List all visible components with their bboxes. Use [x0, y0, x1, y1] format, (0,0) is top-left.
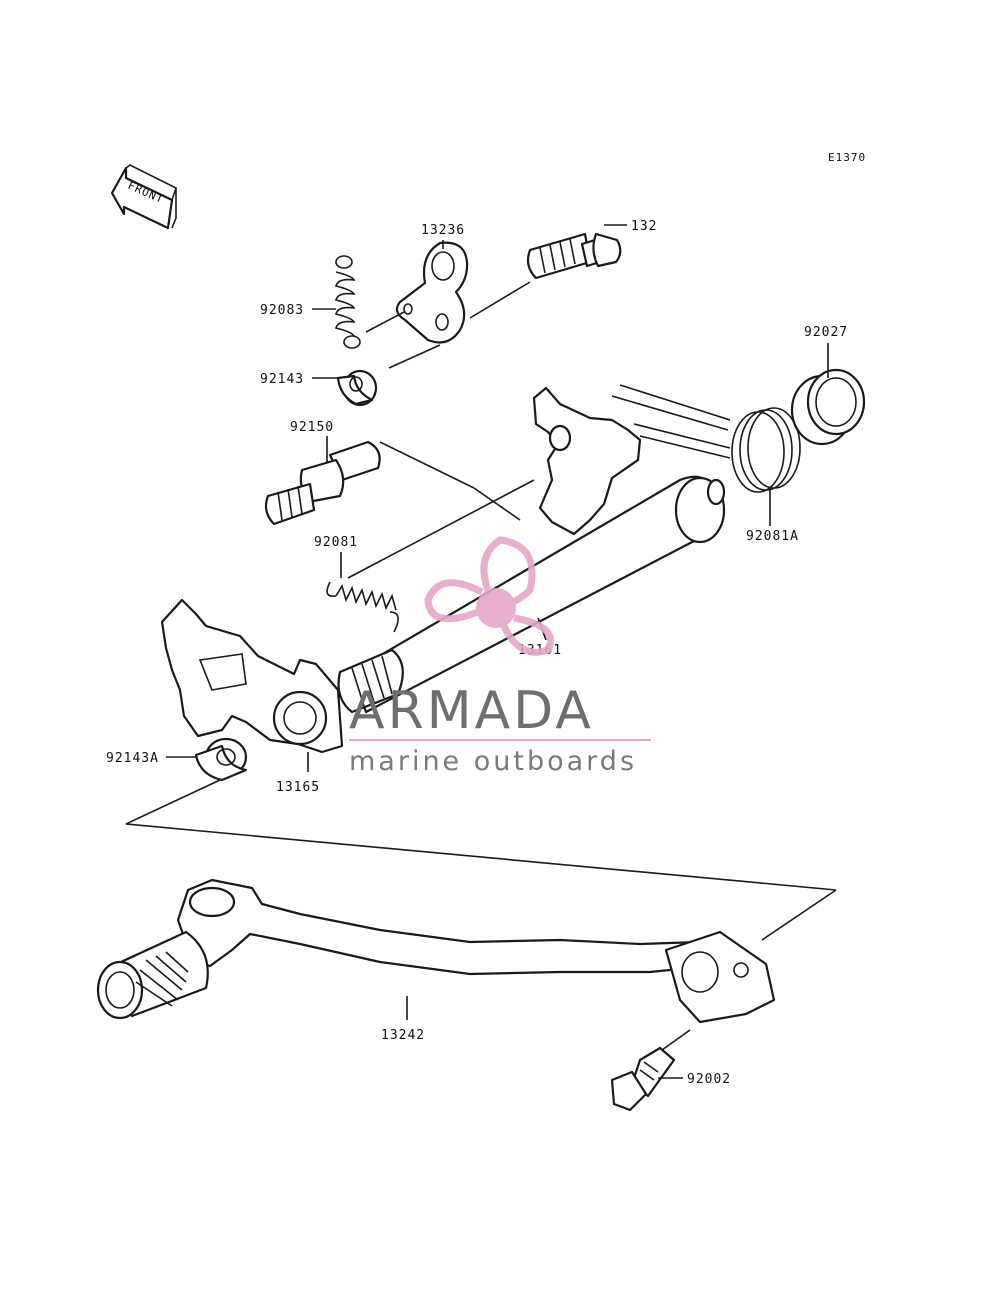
spring-92083: [335, 255, 361, 349]
shift-pedal-13242: [96, 878, 776, 1024]
pin-92150: [264, 440, 381, 526]
watermark: ARMADA marine outboards: [349, 536, 651, 777]
watermark-tagline: marine outboards: [349, 746, 637, 777]
label-13236: 13236: [421, 223, 465, 238]
label-92081: 92081: [314, 535, 358, 550]
part-labels: 13236 132 92083 92143 92027 92150 92081A…: [106, 219, 848, 1087]
label-132: 132: [631, 219, 657, 234]
label-92002: 92002: [687, 1072, 731, 1087]
collar-92027: [790, 368, 866, 446]
leader-lines: [125, 224, 837, 1079]
label-13242: 13242: [381, 1028, 425, 1043]
shift-arm-13165: [160, 598, 344, 754]
diagram-code: E1370: [828, 151, 866, 164]
washer-92143: [336, 369, 378, 407]
label-92143: 92143: [260, 372, 304, 387]
washer-92143A: [194, 737, 248, 782]
spring-92081A: [611, 384, 801, 493]
shift-arm-upper: [532, 386, 642, 536]
label-92143A: 92143A: [106, 751, 159, 766]
shift-shaft-13161: [337, 475, 726, 714]
detent-plate: [395, 241, 469, 344]
label-92150: 92150: [290, 420, 334, 435]
front-arrow-icon: FRONT: [110, 164, 177, 230]
label-92081A: 92081A: [746, 529, 799, 544]
label-92083: 92083: [260, 303, 304, 318]
watermark-brand: ARMADA: [349, 681, 594, 741]
spring-92081: [326, 581, 399, 633]
bolt-132: [526, 232, 622, 280]
bolt-92002: [610, 1046, 676, 1112]
label-92027: 92027: [804, 325, 848, 340]
propeller-logo-icon: [424, 536, 554, 656]
label-13165: 13165: [276, 780, 320, 795]
